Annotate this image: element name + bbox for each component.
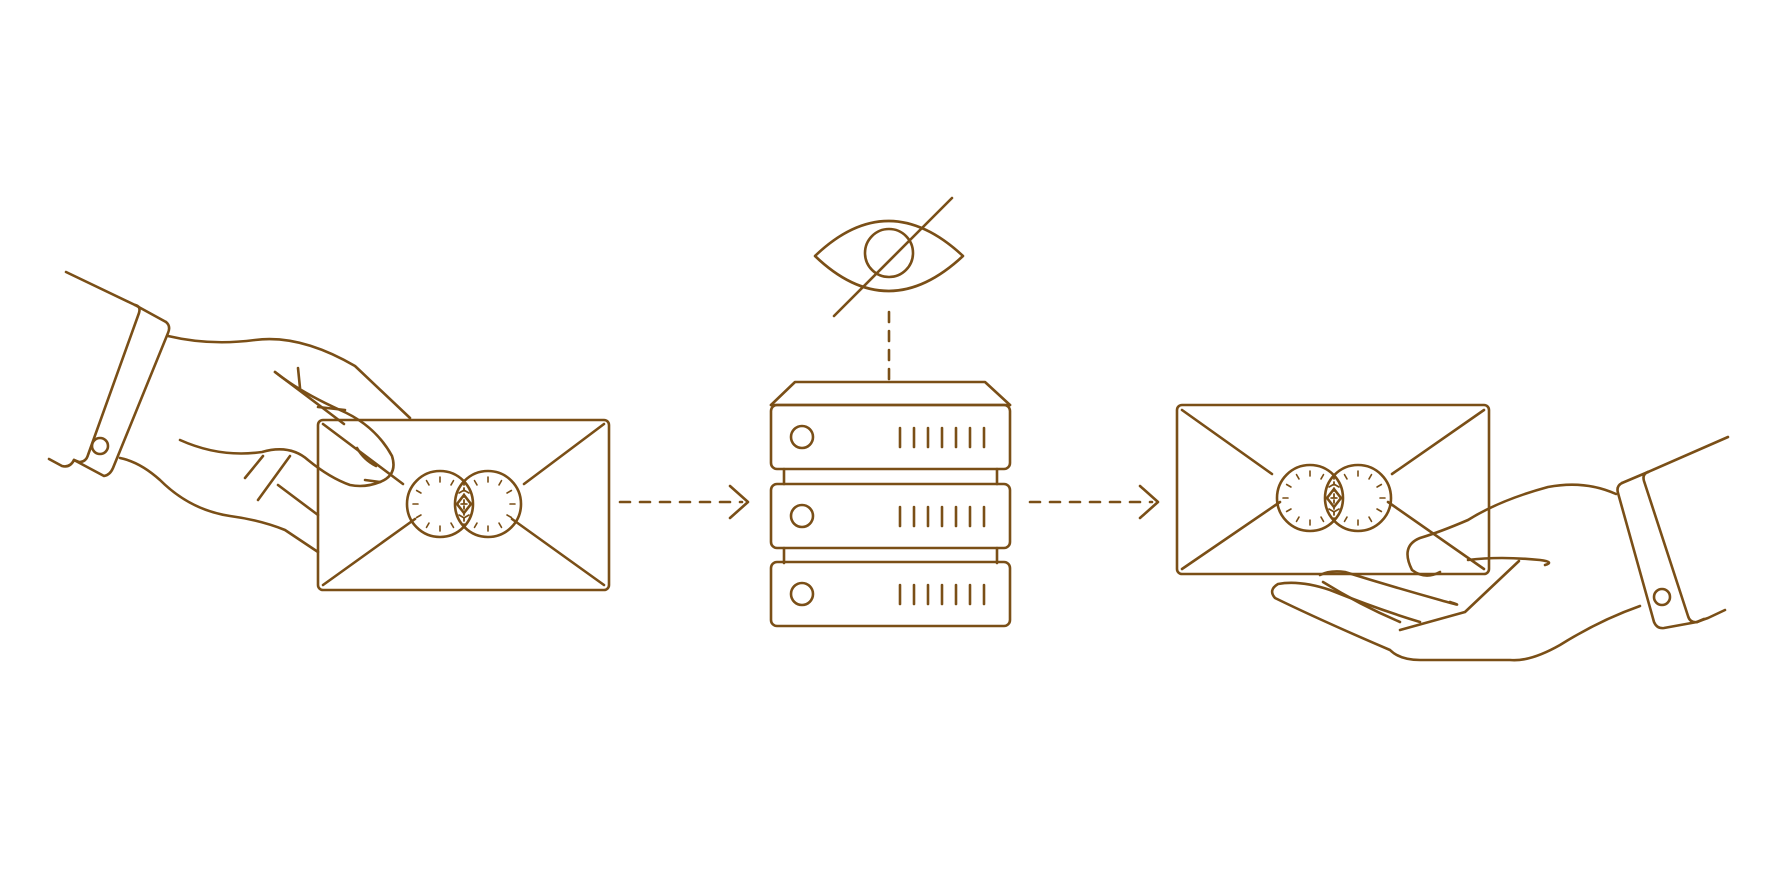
seal-tick: [1343, 516, 1348, 523]
seal-tick: [473, 479, 478, 486]
receiver-hand-with-envelope: [1175, 403, 1730, 662]
server-unit: [769, 482, 1012, 550]
seal-tick: [498, 479, 503, 486]
seal-tick: [498, 522, 503, 529]
seal-tick: [458, 514, 465, 519]
server-unit: [769, 403, 1012, 471]
seal-tick: [458, 489, 465, 494]
seal-tick: [1368, 516, 1373, 523]
seal-tick: [425, 479, 430, 486]
seal-tick: [1328, 508, 1335, 513]
sender-hand-with-envelope: [47, 270, 611, 592]
flow-arrow-2: [1028, 484, 1160, 520]
seal-tick: [450, 479, 455, 486]
seal-tick: [463, 489, 470, 494]
seal-tick: [1333, 508, 1340, 513]
seal-tick: [1285, 508, 1292, 513]
seal-tick: [1295, 473, 1300, 480]
server-led-icon: [789, 581, 815, 607]
seal-tick: [1320, 473, 1325, 480]
seal-tick: [1333, 483, 1340, 488]
wax-seal-icon: [1275, 463, 1393, 533]
seal-tick: [463, 514, 470, 519]
seal-tick: [473, 522, 478, 529]
eye-slash-icon: [813, 196, 965, 384]
server-unit: [769, 560, 1012, 628]
seal-tick: [1343, 473, 1348, 480]
seal-tick: [1368, 473, 1373, 480]
seal-tick: [506, 489, 513, 494]
receiver-hand-icon: [1270, 435, 1730, 662]
server-rack-icon: [769, 380, 1012, 628]
seal-tick: [1376, 508, 1383, 513]
server-led-icon: [789, 424, 815, 450]
sender-hand-icon: [47, 270, 412, 554]
seal-tick: [425, 522, 430, 529]
seal-tick: [1328, 483, 1335, 488]
seal-tick: [506, 514, 513, 519]
seal-tick: [415, 514, 422, 519]
receiver-envelope: [1175, 403, 1491, 576]
flow-arrow-1: [618, 484, 750, 520]
sender-envelope: [316, 418, 611, 592]
seal-tick: [1295, 516, 1300, 523]
seal-tick: [1285, 483, 1292, 488]
server-led-icon: [789, 503, 815, 529]
seal-tick: [1376, 483, 1383, 488]
seal-tick: [415, 489, 422, 494]
wax-seal-icon: [405, 469, 523, 539]
seal-tick: [450, 522, 455, 529]
seal-tick: [1320, 516, 1325, 523]
